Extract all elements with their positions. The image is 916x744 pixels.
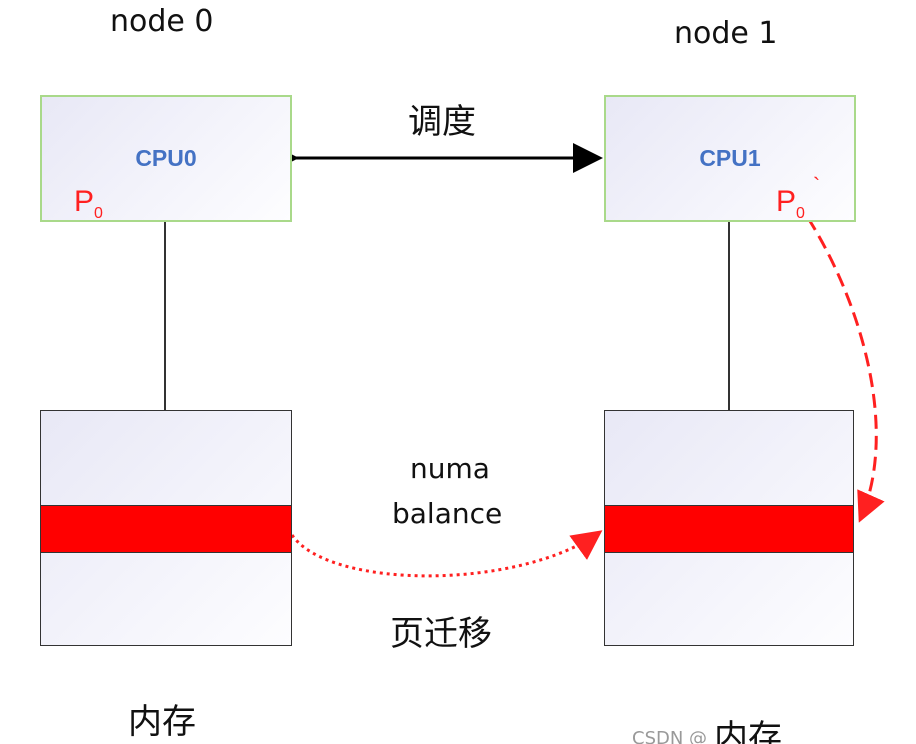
page-migration-arrow (290, 530, 603, 578)
process-p0-migrated: P0` (776, 173, 821, 222)
balance-label: balance (392, 497, 503, 530)
schedule-label: 调度 (408, 102, 476, 142)
memory0-box (40, 410, 292, 646)
numa-label: numa (410, 452, 490, 485)
process-p0: P0 (74, 185, 103, 222)
node1-title: node 1 (674, 16, 778, 51)
memory0-page (41, 505, 291, 553)
cpu0-label: CPU0 (135, 145, 197, 171)
cpu1-label: CPU1 (699, 145, 761, 171)
cpu0-box: CPU0 P0 (40, 95, 292, 222)
cpu1-box: CPU1 P0` (604, 95, 856, 222)
memory1-box (604, 410, 854, 646)
node0-title: node 0 (110, 4, 214, 39)
migration-label: 页迁移 (390, 614, 492, 654)
watermark: CSDN @ (632, 728, 708, 744)
memory1-label: 内存 (714, 718, 782, 744)
process-access-arrow (806, 217, 885, 523)
memory0-label: 内存 (128, 702, 196, 742)
memory1-page (605, 505, 853, 553)
